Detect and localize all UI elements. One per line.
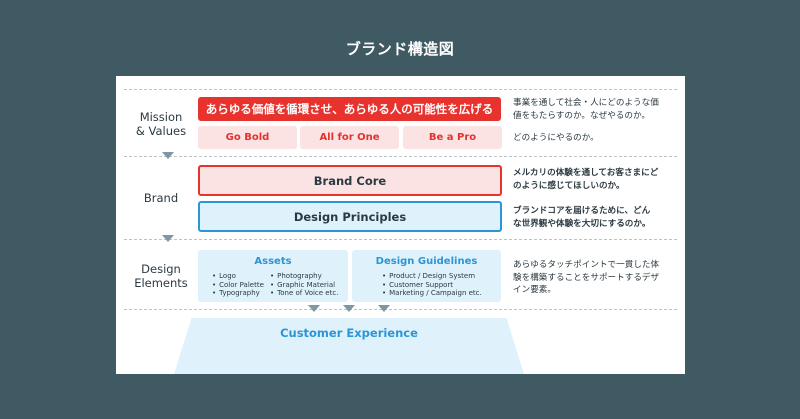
list-item: Typography (212, 289, 264, 298)
divider-elements-experience (124, 309, 677, 310)
section-label-mission-values: Mission & Values (122, 110, 200, 138)
list-item: Marketing / Campaign etc. (382, 289, 482, 298)
desc-line: 事業を通して社会・人にどのような価 (513, 98, 659, 108)
list-item: Logo (212, 272, 264, 281)
guidelines-list: Product / Design System Customer Support… (382, 272, 482, 298)
list-item: Color Palette (212, 281, 264, 290)
down-arrow-icon (378, 305, 390, 312)
value-all-for-one: All for One (300, 126, 399, 149)
assets-list-left: Logo Color Palette Typography (212, 272, 264, 298)
desc-line: ブランドコアを届けるために、どん (513, 206, 651, 216)
down-arrow-icon (162, 152, 174, 159)
down-arrow-icon (162, 235, 174, 242)
customer-experience-label: Customer Experience (280, 326, 418, 340)
mission-statement: あらゆる価値を循環させ、あらゆる人の可能性を広げる (198, 97, 501, 121)
down-arrow-icon (308, 305, 320, 312)
down-arrow-icon (343, 305, 355, 312)
desc-line: イン要素。 (513, 285, 556, 295)
value-be-a-pro: Be a Pro (403, 126, 502, 149)
desc-line: メルカリの体験を通してお客さまにど (513, 168, 659, 178)
design-principles-description: ブランドコアを届けるために、どん な世界観や体験を大切にするのか。 (513, 205, 681, 230)
design-guidelines-box: Design Guidelines Product / Design Syste… (352, 250, 501, 302)
label-line: & Values (135, 124, 187, 138)
design-guidelines-title: Design Guidelines (375, 256, 478, 267)
desc-line: な世界観や体験を大切にするのか。 (513, 218, 651, 229)
mission-description: 事業を通して社会・人にどのような価 値をもたらすのか。なぜやるのか。 (513, 97, 681, 122)
assets-box: Assets Logo Color Palette Typography Pho… (198, 250, 348, 302)
design-elements-description: あらゆるタッチポイントで一貫した体 験を構築することをサポートするデザ イン要素… (513, 259, 681, 297)
desc-line: あらゆるタッチポイントで一貫した体 (513, 260, 660, 270)
page-title: ブランド構造図 (345, 40, 455, 58)
design-principles-box: Design Principles (198, 201, 502, 232)
divider-brand-elements (124, 239, 677, 240)
list-item: Customer Support (382, 281, 482, 290)
assets-list-right: Photography Graphic Material Tone of Voi… (270, 272, 338, 298)
section-label-design-elements: Design Elements (122, 262, 200, 290)
values-description: どのようにやるのか。 (513, 133, 599, 143)
desc-line: のように感じてほしいのか。 (513, 180, 625, 191)
label-line: Elements (134, 276, 188, 290)
list-item: Tone of Voice etc. (270, 289, 338, 298)
assets-title: Assets (254, 256, 292, 267)
brand-core-description: メルカリの体験を通してお客さまにど のように感じてほしいのか。 (513, 167, 681, 192)
customer-experience-shape (174, 318, 524, 374)
divider-mission-brand (124, 156, 677, 157)
section-label-brand: Brand (143, 191, 179, 205)
list-item: Graphic Material (270, 281, 338, 290)
list-item: Photography (270, 272, 338, 281)
list-item: Product / Design System (382, 272, 482, 281)
desc-line: 験を構築することをサポートするデザ (513, 272, 660, 283)
value-go-bold: Go Bold (198, 126, 297, 149)
desc-line: 値をもたらすのか。なぜやるのか。 (513, 110, 650, 121)
label-line: Design (141, 262, 181, 276)
brand-core-box: Brand Core (198, 165, 502, 196)
brand-structure-panel: Mission & Values あらゆる価値を循環させ、あらゆる人の可能性を広… (116, 76, 685, 374)
label-line: Mission (139, 110, 183, 124)
divider-top (124, 89, 677, 90)
